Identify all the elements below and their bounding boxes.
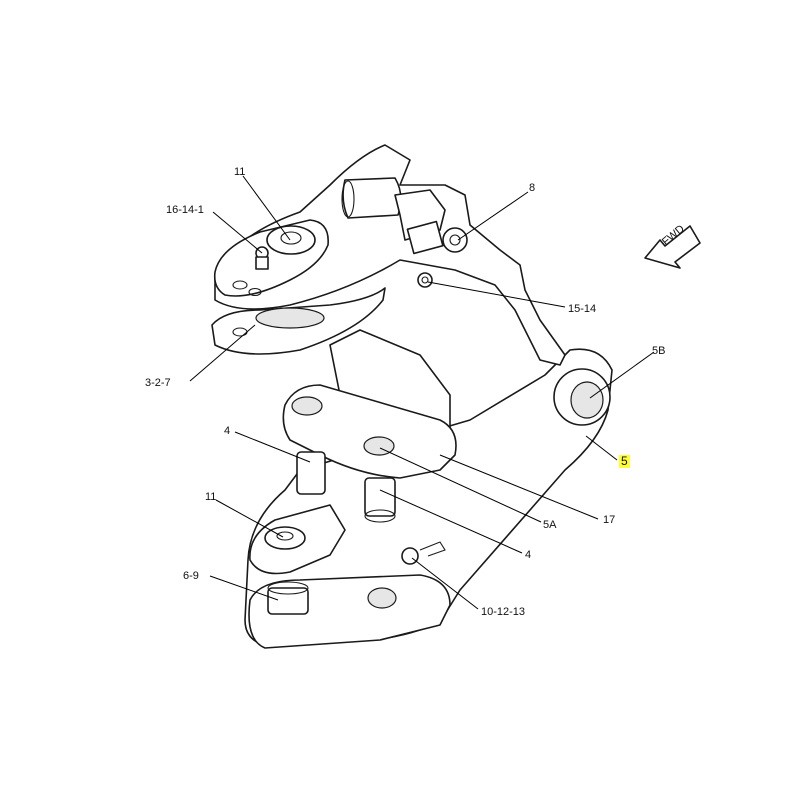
callout-15-14: 15-14 — [568, 303, 597, 315]
grease-fitting — [401, 547, 419, 565]
base-pin — [267, 587, 309, 615]
plate-hole-left — [291, 396, 323, 416]
callout-3-2-7: 3-2-7 — [145, 377, 171, 389]
callout-4-left: 4 — [224, 425, 231, 437]
leader-lines — [189, 175, 655, 610]
callout-11-bottom: 11 — [205, 491, 217, 503]
callout-6-9: 6-9 — [183, 570, 199, 582]
bracket-pin-8 — [442, 227, 468, 253]
pivot-plate — [282, 384, 457, 479]
callout-5-highlighted: 5 — [619, 454, 630, 468]
callout-17: 17 — [603, 514, 616, 526]
upper-shaft — [342, 177, 402, 219]
callout-11-top: 11 — [234, 166, 246, 178]
bushing-inner — [570, 381, 604, 419]
forward-direction-arrow — [644, 225, 701, 269]
callout-4-right: 4 — [525, 549, 532, 561]
callout-10-12-13: 10-12-13 — [481, 606, 526, 618]
upper-pin-boss — [266, 225, 316, 255]
callout-5b: 5B — [652, 345, 666, 357]
callout-16-14-1: 16-14-1 — [166, 204, 204, 216]
bolt-15-14 — [417, 272, 433, 288]
callout-5a: 5A — [543, 519, 557, 531]
upper-arm — [214, 144, 566, 366]
callout-8: 8 — [529, 182, 536, 194]
pin-left — [296, 451, 326, 495]
base-hole — [367, 587, 397, 609]
